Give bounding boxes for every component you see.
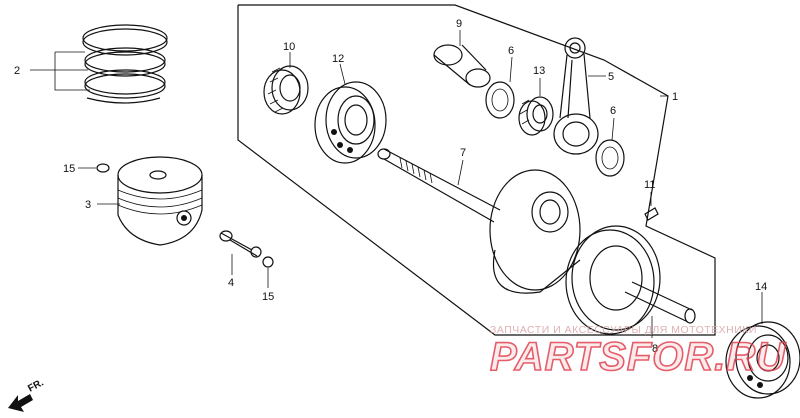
label-12: 12 [332, 53, 344, 65]
label-13: 13 [533, 65, 545, 77]
crankshaft-right [565, 225, 696, 335]
label-3: 3 [85, 199, 91, 211]
front-direction-marker: FR. [8, 377, 46, 412]
piston-pin [219, 230, 262, 258]
needle-bearing-13 [518, 96, 554, 136]
woodruff-key [644, 207, 659, 221]
label-14: 14 [755, 281, 767, 293]
thrust-washer-upper [485, 81, 515, 119]
thrust-washer-upper-hole [491, 88, 509, 112]
label-6b: 6 [610, 105, 616, 117]
label-7: 7 [460, 147, 466, 159]
label-9: 9 [456, 18, 462, 30]
crank-pin [433, 44, 491, 88]
connecting-rod [553, 37, 599, 155]
arrow-icon [8, 394, 33, 412]
leader-6b [611, 117, 615, 141]
assembly-outline [237, 4, 716, 336]
piston-rings [82, 24, 168, 104]
ball-bearing-14 [725, 321, 800, 399]
watermark: ЗАПЧАСТИ И АКСЕССУАРЫ ДЛЯ МОТОТЕХНИКИ PA… [489, 324, 786, 380]
needle-bearing-10 [263, 65, 309, 115]
label-10: 10 [283, 41, 295, 53]
label-15a: 15 [63, 163, 75, 175]
leader-12 [339, 63, 346, 85]
direction-text: FR. [26, 377, 46, 394]
label-5: 5 [608, 71, 614, 83]
circlip-lower [262, 256, 274, 268]
watermark-caption: ЗАПЧАСТИ И АКСЕССУАРЫ ДЛЯ МОТОТЕХНИКИ [490, 324, 757, 336]
thrust-washer-lower-hole [601, 146, 619, 170]
piston [117, 156, 203, 246]
label-8: 8 [652, 343, 658, 355]
ball-bearing-12 [314, 81, 387, 164]
label-11: 11 [644, 179, 655, 191]
leader-6a [509, 56, 513, 83]
circlip-upper [96, 163, 110, 173]
crankshaft-left [377, 148, 581, 294]
label-2: 2 [14, 65, 20, 77]
thrust-washer-lower [595, 139, 625, 177]
label-6a: 6 [508, 45, 514, 57]
watermark-brand: PARTSFOR.RU [490, 335, 786, 379]
leader-7 [457, 159, 464, 186]
label-4: 4 [228, 277, 234, 289]
label-15b: 15 [262, 291, 274, 303]
label-1: 1 [672, 91, 678, 103]
leader-2 [54, 52, 90, 91]
